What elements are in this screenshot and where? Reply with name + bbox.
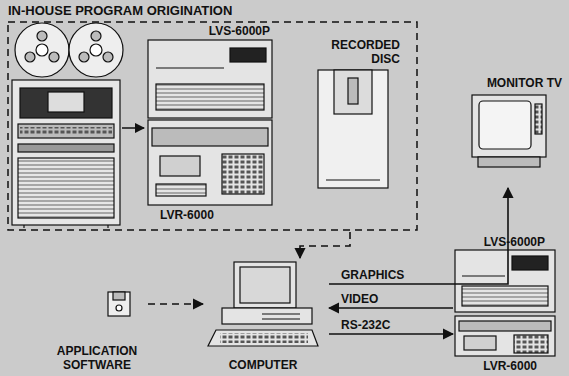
node-label: APPLICATION SOFTWARE <box>52 344 142 372</box>
player-stack <box>148 40 272 205</box>
software-box: APPLICATION SOFTWARE <box>52 288 148 374</box>
monitor-box: MONITOR TV <box>468 74 564 188</box>
tape-recorder <box>12 23 123 228</box>
signal-name: RS-232C <box>339 318 392 332</box>
signal-name: GRAPHICS <box>339 268 406 282</box>
signal-name: VIDEO <box>339 292 380 306</box>
recorded-disc <box>318 70 388 188</box>
node-label: IN-HOUSE PROGRAM ORIGINATION <box>8 4 232 18</box>
player-stack <box>455 250 555 356</box>
player-label: LVS-6000P <box>146 22 274 120</box>
node-label: LVR-6000 <box>483 359 537 373</box>
node-label: COMPUTER <box>203 358 323 372</box>
software-disc <box>108 292 130 316</box>
recorder-label: LVR-6000 <box>146 120 274 223</box>
region-outline <box>8 22 417 230</box>
monitor-tv <box>472 95 546 167</box>
recorder-label: LVR-6000 <box>453 315 559 375</box>
computer-box: COMPUTER <box>203 258 329 374</box>
computer <box>208 262 318 346</box>
node-label: MONITOR TV <box>487 76 562 90</box>
signal-line <box>329 188 508 284</box>
disc-box: RECORDED DISC <box>312 38 402 193</box>
node-label: LVS-6000P <box>209 24 270 38</box>
node-label: LVS-6000P <box>484 235 545 249</box>
signal-line <box>329 307 453 309</box>
player-label: LVS-6000P <box>453 233 559 315</box>
node-label: RECORDED DISC <box>316 38 400 66</box>
node-label: LVR-6000 <box>160 208 214 222</box>
dashed-region: IN-HOUSE PROGRAM ORIGINATION LVS-6000P LVR… <box>6 4 419 232</box>
feed-arrow <box>122 127 144 129</box>
signal-line <box>329 333 453 335</box>
dashed-connector <box>148 303 203 305</box>
dashed-connector <box>300 232 350 258</box>
